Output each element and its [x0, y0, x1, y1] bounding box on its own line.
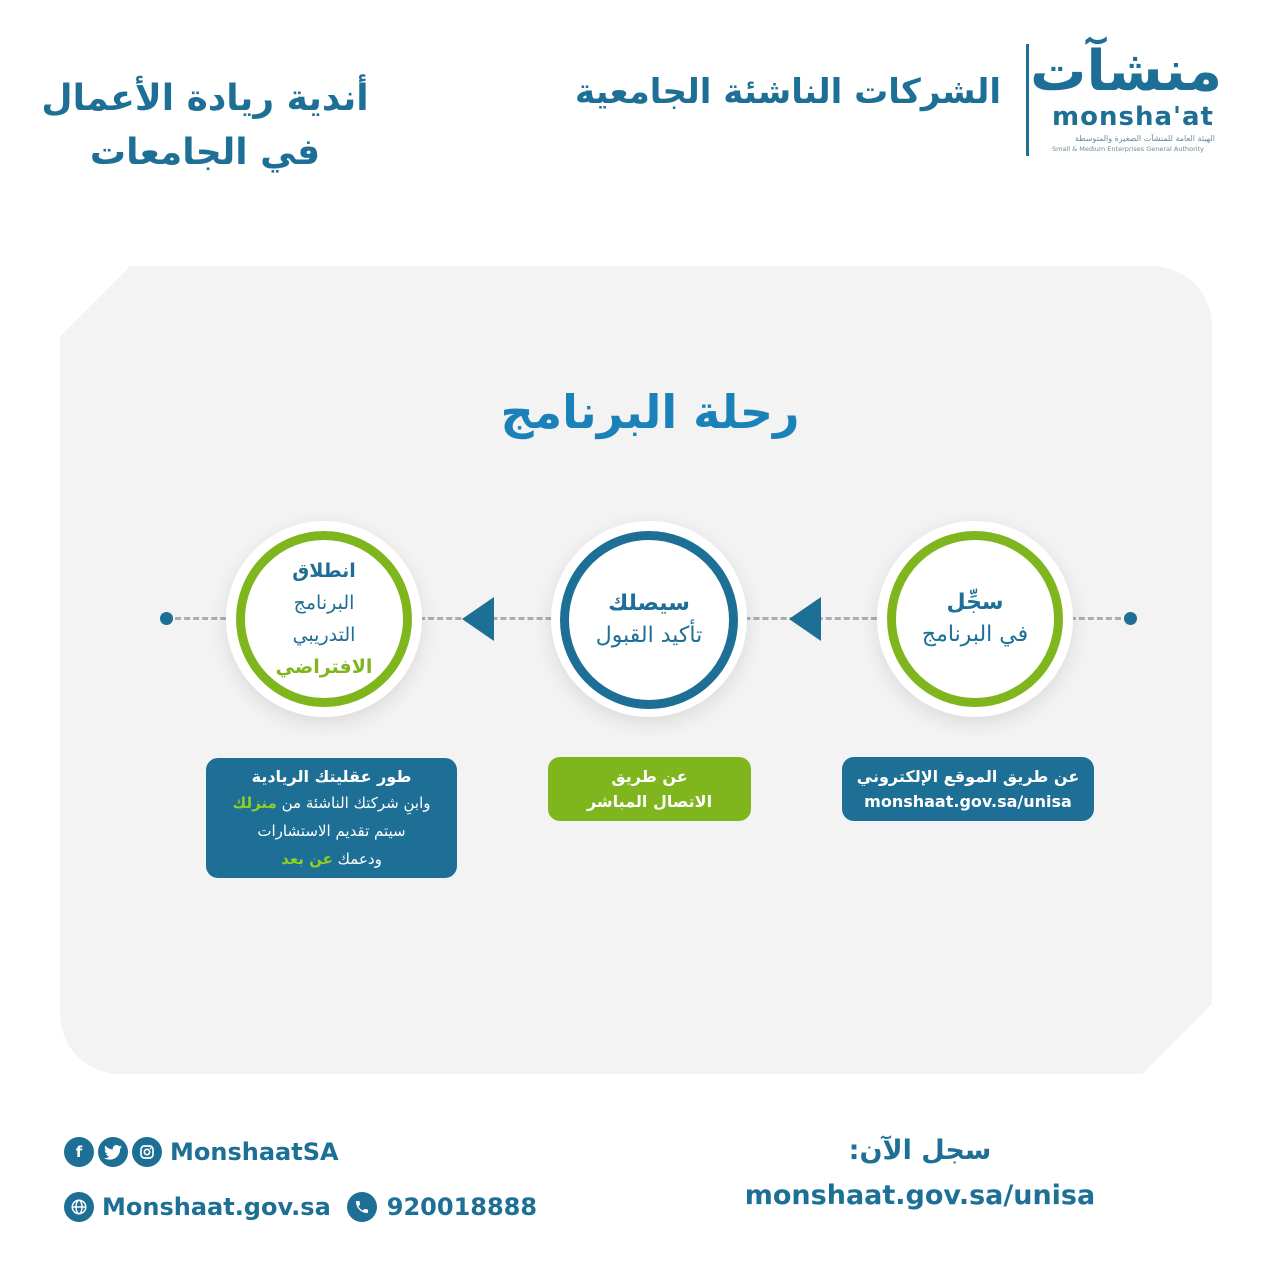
contact-row: Monshaat.gov.sa 920018888: [64, 1190, 537, 1224]
step-launch-info-highlight-remote: عن بعد: [281, 849, 333, 868]
logo-english: monsha'at: [1052, 102, 1214, 132]
logo-divider: [1026, 44, 1029, 156]
step-launch-info-line2: وابنِ شركتك الناشئة من منزلك: [233, 789, 431, 817]
clubs-title: أندية ريادة الأعمال في الجامعات: [40, 72, 370, 180]
step-register-info-url[interactable]: monshaat.gov.sa/unisa: [864, 792, 1072, 811]
step-launch-info-line3: سيتم تقديم الاستشارات: [257, 821, 406, 840]
step-acceptance-title: سيصلك: [608, 591, 690, 616]
logo-subtitle-arabic: الهيئة العامة للمنشآت الصغيرة والمتوسطة: [1074, 134, 1215, 143]
step-launch-title: انطلاق: [292, 560, 356, 582]
step-launch-circle: انطلاق البرنامج التدريبي الافتراضي: [236, 531, 412, 707]
social-row: f MonshaatSA: [64, 1136, 339, 1168]
step-acceptance-info-line2: الاتصال المباشر: [586, 792, 713, 811]
instagram-icon[interactable]: [132, 1137, 162, 1167]
arrow-left-icon: [462, 597, 494, 641]
step-acceptance-subtitle: تأكيد القبول: [595, 623, 703, 648]
social-handle[interactable]: MonshaatSA: [170, 1138, 339, 1166]
step-launch-line4: الافتراضي: [275, 656, 373, 678]
twitter-icon[interactable]: [98, 1137, 128, 1167]
clubs-title-line1: أندية ريادة الأعمال: [41, 78, 369, 119]
facebook-icon[interactable]: f: [64, 1137, 94, 1167]
step-register-title: سجِّل: [946, 590, 1004, 615]
logo-arabic: منشآت: [1030, 39, 1222, 104]
timeline-start-dot: [1124, 612, 1137, 625]
step-launch-line2: البرنامج: [293, 592, 355, 614]
step-register-circle: سجِّل في البرنامج: [887, 531, 1063, 707]
step-launch-info-box: طور عقليتك الريادية وابنِ شركتك الناشئة …: [206, 758, 457, 878]
step-launch-info-line4: ودعمك عن بعد: [281, 845, 382, 873]
step-launch-info-highlight-home: منزلك: [232, 793, 277, 812]
arrow-left-icon: [789, 597, 821, 641]
step-acceptance-circle: سيصلك تأكيد القبول: [560, 531, 738, 709]
step-launch-line3: التدريبي: [292, 624, 356, 646]
website-link[interactable]: Monshaat.gov.sa: [102, 1193, 331, 1221]
step-register-info-line1: عن طريق الموقع الإلكتروني: [856, 767, 1080, 786]
step-launch-info-line4-text: ودعمك: [332, 849, 382, 868]
register-url-link[interactable]: monshaat.gov.sa/unisa: [744, 1180, 1096, 1211]
globe-icon: [64, 1192, 94, 1222]
step-register-subtitle: في البرنامج: [921, 622, 1029, 647]
panel-corner-cut: [60, 266, 130, 336]
journey-title: رحلة البرنامج: [500, 385, 800, 439]
timeline-end-dot: [160, 612, 173, 625]
step-launch-info-line2-text: وابنِ شركتك الناشئة من: [276, 793, 431, 812]
step-acceptance-info-line1: عن طريق: [611, 767, 688, 786]
step-register-info-box: عن طريق الموقع الإلكتروني monshaat.gov.s…: [842, 757, 1094, 821]
logo-subtitle-english: Small & Medium Enterprises General Autho…: [1052, 145, 1204, 153]
phone-icon: [346, 1192, 377, 1222]
step-acceptance-info-box: عن طريق الاتصال المباشر: [548, 757, 751, 821]
header-title: الشركات الناشئة الجامعية: [575, 72, 1001, 112]
register-now-label: سجل الآن:: [848, 1135, 992, 1166]
step-launch-info-line1: طور عقليتك الريادية: [251, 766, 412, 786]
phone-number[interactable]: 920018888: [386, 1193, 538, 1221]
panel-corner-cut: [1142, 1004, 1212, 1074]
clubs-title-line2: في الجامعات: [89, 132, 321, 173]
